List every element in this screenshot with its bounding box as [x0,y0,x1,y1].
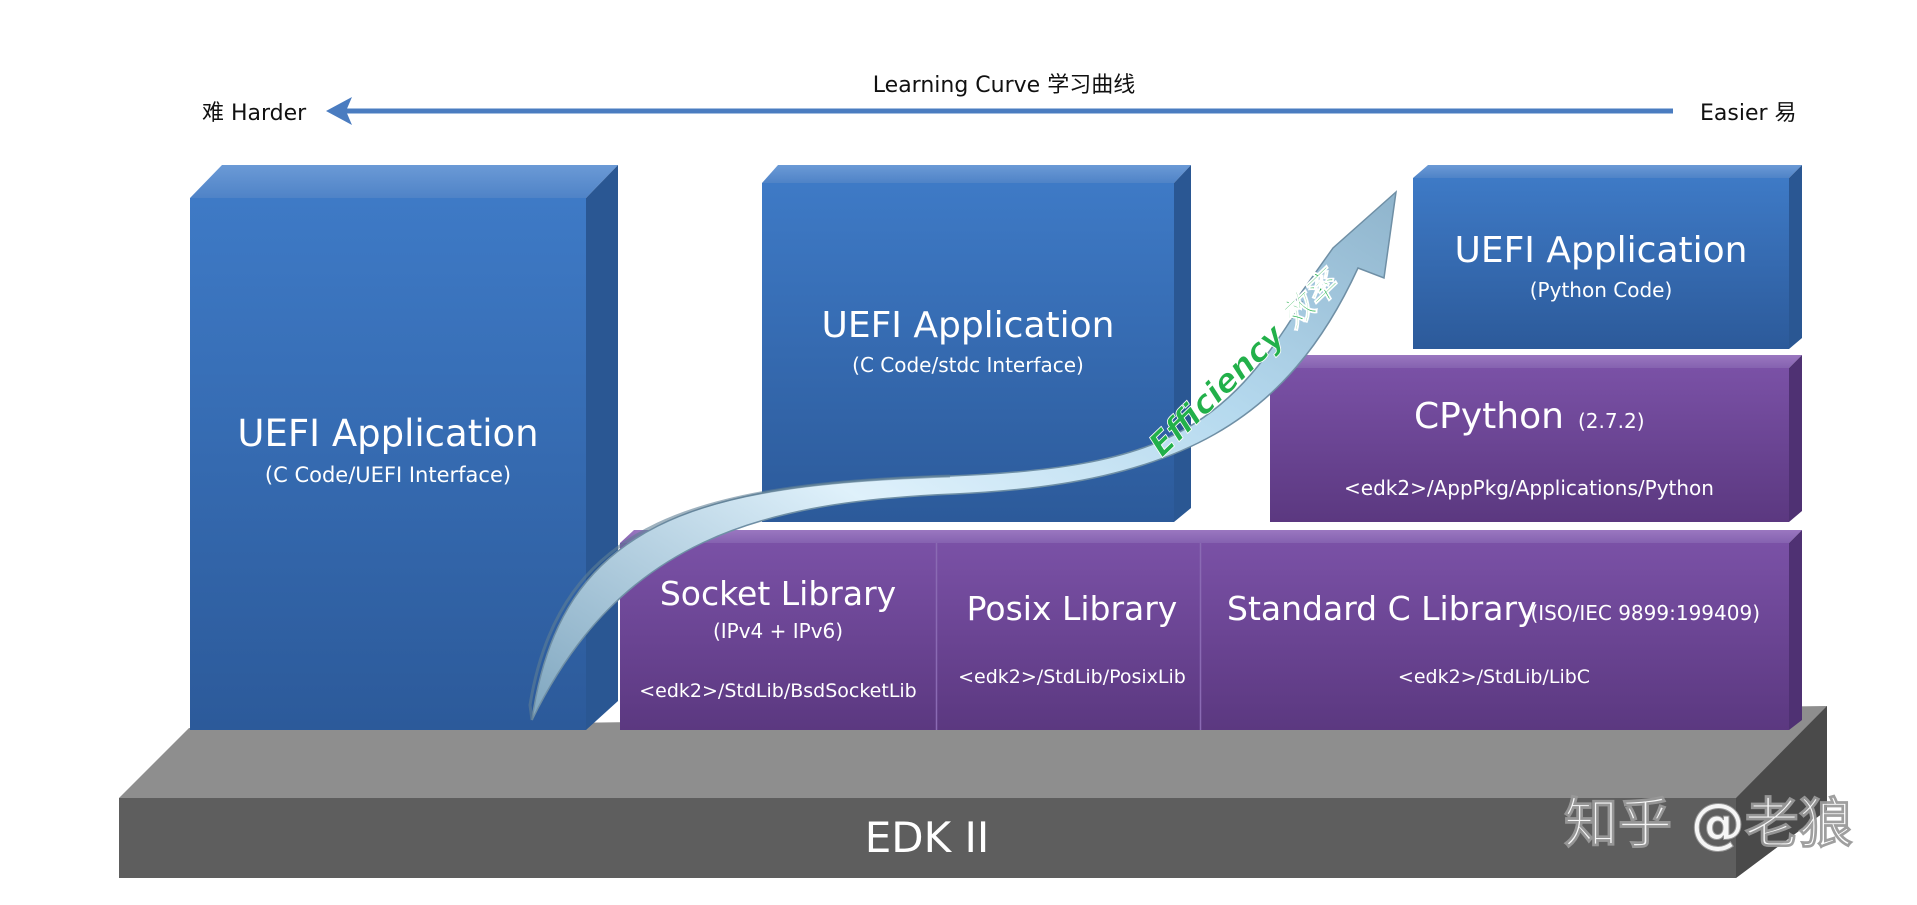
block-front [937,543,1200,730]
block-path: <edk2>/AppPkg/Applications/Python [1344,476,1714,500]
block-path: <edk2>/StdLib/LibC [1398,666,1590,688]
block-socket-library: Socket Library (IPv4 + IPv6) <edk2>/StdL… [620,543,936,730]
block-uefi-c-uefi: UEFI Application (C Code/UEFI Interface) [190,165,618,730]
arrow-left-icon [326,97,352,125]
block-path: <edk2>/StdLib/BsdSocketLib [639,680,917,702]
block-title: Socket Library [660,574,896,613]
harder-label: 难 Harder [202,101,307,126]
block-standard-c-library: Standard C Library (ISO/IEC 9899:199409)… [1199,543,1789,730]
block-top [1270,355,1802,368]
block-title: UEFI Application [1454,230,1747,271]
block-top [762,165,1191,183]
block-title: UEFI Application [821,305,1114,346]
watermark: 知乎 @老狼 [1564,792,1853,855]
learning-curve: Learning Curve 学习曲线 难 Harder Easier 易 [202,73,1797,126]
block-title: Posix Library [967,589,1178,628]
edk2-top-face [119,706,1827,878]
block-subtitle: (IPv4 + IPv6) [713,619,843,643]
block-side [1789,165,1802,349]
edk2-base: EDK II [119,706,1827,878]
block-subtitle: (C Code/UEFI Interface) [265,463,511,487]
block-front [1270,368,1789,522]
block-title: UEFI Application [237,412,538,455]
block-front [620,543,936,730]
efficiency-arrow-shadow [528,474,951,721]
block-front [190,198,586,730]
block-subtitle: (Python Code) [1530,278,1673,302]
block-title: CPython [1414,396,1564,437]
block-uefi-python: UEFI Application (Python Code) [1413,165,1802,349]
edk2-title: EDK II [865,813,990,862]
block-cpython: CPython (2.7.2) <edk2>/AppPkg/Applicatio… [1270,355,1802,522]
block-front [1201,543,1789,730]
library-layer [620,530,1802,730]
edk2-side-face [1736,706,1827,878]
edk2-front-face [119,798,1736,878]
block-side [586,165,618,730]
block-side [1789,355,1802,522]
block-top [190,165,618,198]
block-subtitle: (C Code/stdc Interface) [852,353,1084,377]
block-top [1413,165,1802,178]
block-posix-library: Posix Library <edk2>/StdLib/PosixLib [935,543,1200,730]
block-version: (2.7.2) [1578,409,1645,433]
block-title: Standard C Library [1227,589,1537,628]
block-front [1413,178,1789,349]
block-path: <edk2>/StdLib/PosixLib [958,666,1186,688]
block-subtitle: (ISO/IEC 9899:199409) [1530,601,1760,625]
block-side [1174,165,1191,522]
easier-label: Easier 易 [1700,101,1797,126]
library-top-face [620,530,1802,543]
library-side-face [1789,530,1802,730]
learning-curve-title: Learning Curve 学习曲线 [873,73,1135,98]
